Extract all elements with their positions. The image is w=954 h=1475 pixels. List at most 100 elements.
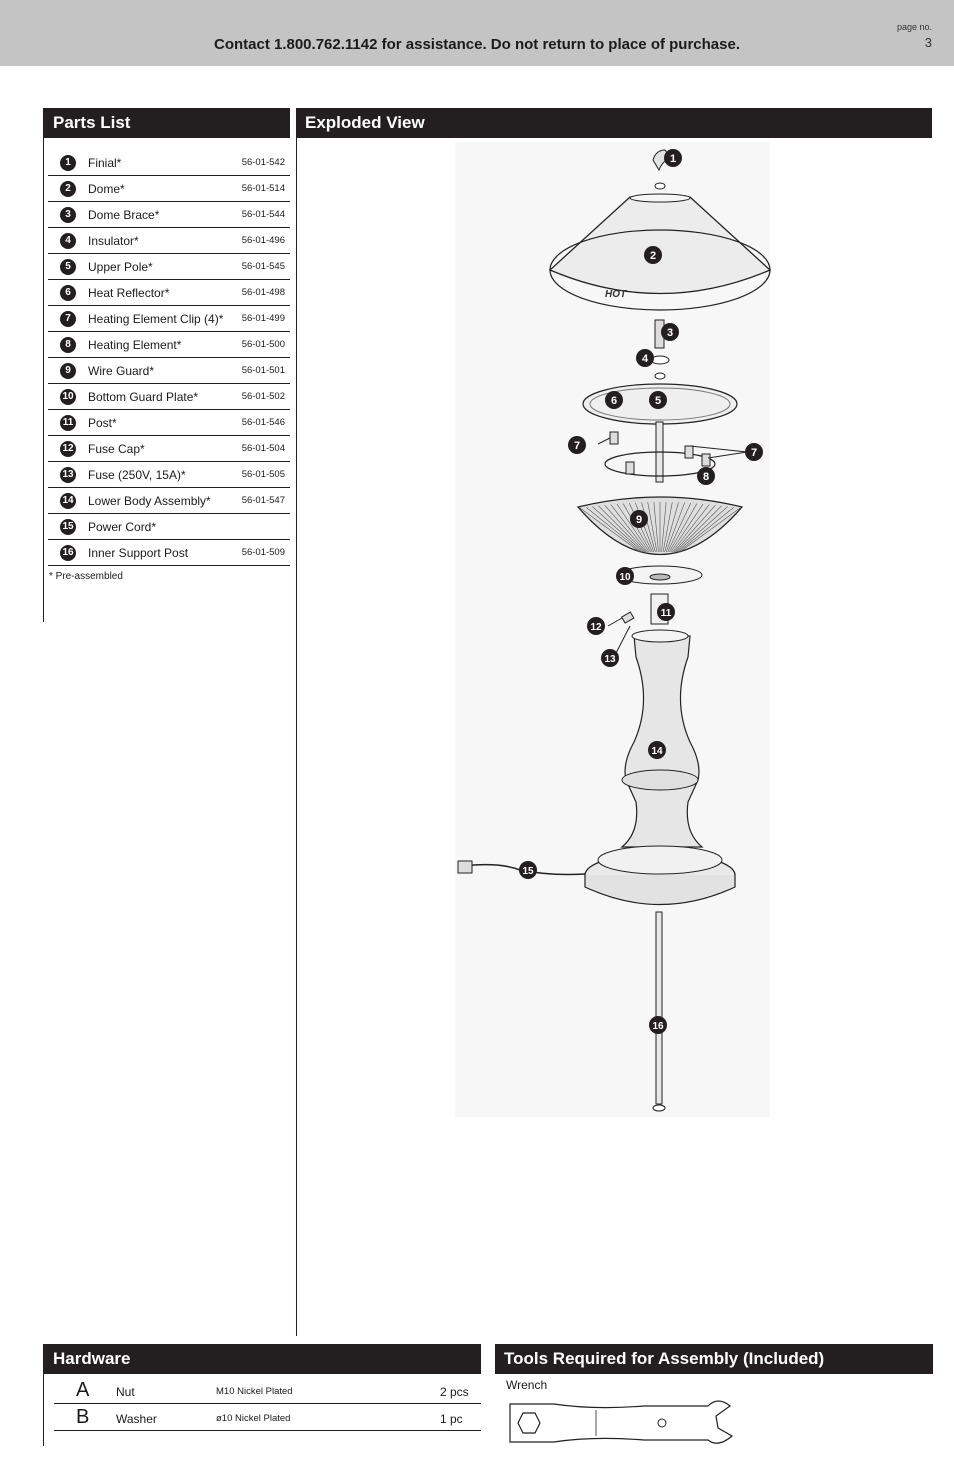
part-number-badge: 9	[60, 363, 76, 379]
parts-footnote: * Pre-assembled	[49, 571, 123, 582]
part-code: 56-01-500	[241, 339, 285, 350]
part-number-badge: 10	[60, 389, 76, 405]
lower-body-part	[620, 635, 704, 848]
hardware-name: Nut	[116, 1385, 135, 1399]
callout-number: 13	[604, 654, 616, 665]
part-code: 56-01-505	[241, 469, 285, 480]
hardware-name: Washer	[116, 1412, 157, 1426]
parts-list-row: 9 Wire Guard* 56-01-501	[48, 358, 290, 384]
part-name: Dome*	[88, 182, 125, 196]
parts-list-rule	[43, 108, 44, 622]
callout-number: 10	[619, 572, 631, 583]
part-number-badge: 12	[60, 441, 76, 457]
part-code: 56-01-542	[241, 157, 285, 168]
callout-badge	[519, 861, 537, 879]
part-name: Finial*	[88, 156, 122, 170]
part-name: Insulator*	[88, 234, 139, 248]
callout-badge	[664, 149, 682, 167]
parts-list-row: 6 Heat Reflector* 56-01-498	[48, 280, 290, 306]
element-clip-left	[609, 431, 619, 445]
part-code: 56-01-501	[241, 365, 285, 376]
lower-body-top	[631, 629, 689, 643]
clip-leader-left	[597, 437, 611, 445]
heat-reflector-inner	[589, 387, 731, 421]
part-name: Fuse (250V, 15A)*	[88, 468, 186, 482]
part-number-badge: 6	[60, 285, 76, 301]
callout-number: 6	[611, 395, 617, 407]
part-number-badge: 15	[60, 519, 76, 535]
tool-name-wrench: Wrench	[506, 1378, 548, 1392]
fuse-leader	[615, 625, 631, 654]
part-code: 56-01-514	[241, 183, 285, 194]
part-name: Heat Reflector*	[88, 286, 170, 300]
part-number-badge: 4	[60, 233, 76, 249]
parts-list-heading: Parts List	[44, 108, 290, 138]
part-code: 56-01-545	[241, 261, 285, 272]
callout-number: 12	[590, 622, 602, 633]
callout-number: 7	[751, 447, 757, 459]
part-number-badge: 11	[60, 415, 76, 431]
hardware-quantity: 1 pc	[440, 1412, 463, 1426]
header-bar	[0, 0, 954, 66]
clip-leader-right-a	[689, 445, 748, 453]
base-top	[597, 845, 723, 875]
parts-list-row: 5 Upper Pole* 56-01-545	[48, 254, 290, 280]
element-clip-right-a	[684, 445, 694, 459]
part-code: 56-01-544	[241, 209, 285, 220]
callout-badge	[657, 603, 675, 621]
callout-badge	[644, 246, 662, 264]
part-name: Upper Pole*	[88, 260, 153, 274]
part-name: Wire Guard*	[88, 364, 155, 378]
insulator-nut	[654, 372, 666, 380]
callout-badge	[636, 349, 654, 367]
parts-list-row: 12 Fuse Cap* 56-01-504	[48, 436, 290, 462]
callout-badge	[587, 617, 605, 635]
callout-badge	[661, 323, 679, 341]
part-code: 56-01-499	[241, 313, 285, 324]
part-name: Lower Body Assembly*	[88, 494, 211, 508]
dome-hot-label: HOT	[605, 289, 627, 300]
callout-number: 2	[650, 250, 656, 262]
page-number: 3	[924, 35, 932, 50]
callout-number: 15	[522, 866, 534, 877]
exploded-view-rule	[296, 108, 297, 1336]
part-number-badge: 16	[60, 545, 76, 561]
part-name: Heating Element*	[88, 338, 182, 352]
part-name: Fuse Cap*	[88, 442, 145, 456]
base-rim	[584, 875, 736, 905]
dome-rim	[549, 229, 771, 311]
part-name: Post*	[88, 416, 117, 430]
callout-number: 1	[670, 153, 676, 165]
fuse-cap-part	[620, 611, 635, 624]
part-code: 56-01-547	[241, 495, 285, 506]
callout-number: 14	[651, 746, 663, 757]
callout-badge	[649, 391, 667, 409]
bottom-guard-plate-hub	[649, 573, 671, 581]
hardware-letter: B	[76, 1406, 90, 1428]
finial-nut	[654, 182, 666, 190]
part-number-badge: 5	[60, 259, 76, 275]
part-number-badge: 7	[60, 311, 76, 327]
exploded-view-heading: Exploded View	[296, 108, 932, 138]
callout-number: 4	[642, 353, 649, 365]
callout-number: 11	[661, 608, 672, 619]
heating-element-part	[604, 451, 716, 477]
part-code: 56-01-498	[241, 287, 285, 298]
part-code: 56-01-504	[241, 443, 285, 454]
callout-number: 8	[703, 471, 709, 483]
fuse-cap-leader	[607, 617, 623, 627]
element-clip-front	[625, 461, 635, 475]
contact-line: Contact 1.800.762.1142 for assistance. D…	[213, 36, 741, 53]
callout-number: 3	[667, 327, 673, 339]
